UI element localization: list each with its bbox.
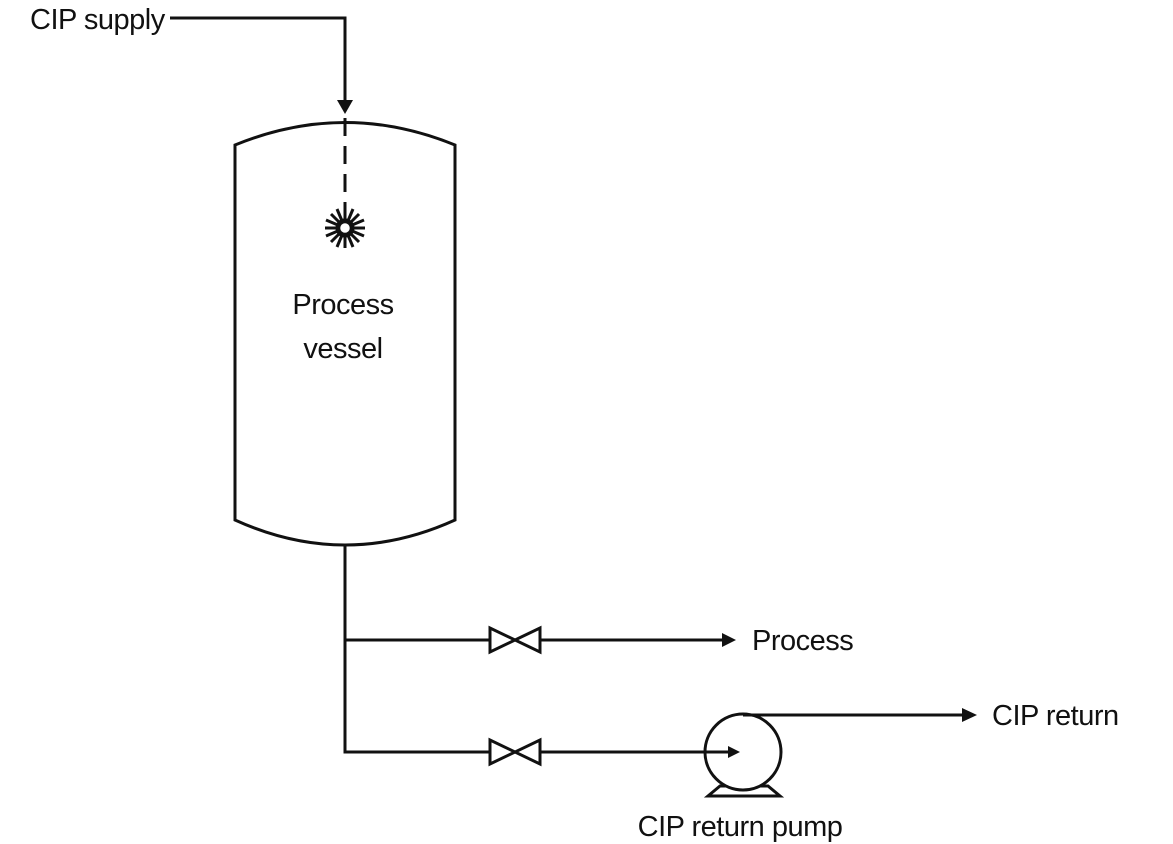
process-branch-line: [345, 633, 736, 647]
cip-return-arrow-icon: [962, 708, 977, 722]
cip-supply-arrow-icon: [337, 100, 353, 114]
cip-supply-label: CIP supply: [30, 4, 166, 36]
centrifugal-pump-icon: [700, 712, 785, 798]
gate-valve-icon: [488, 625, 542, 655]
cip-return-label: CIP return: [992, 700, 1119, 732]
cip-return-line: [743, 708, 977, 722]
cip-return-pump-label: CIP return pump: [638, 811, 843, 843]
process-arrow-icon: [722, 633, 736, 647]
spray-ball-icon: [325, 208, 365, 248]
vessel-outlet-pipe: [343, 545, 490, 754]
gate-valve-icon: [488, 737, 542, 767]
vessel-label-line2: vessel: [303, 333, 382, 365]
process-label: Process: [752, 625, 853, 657]
vessel-label-line1: Process: [292, 289, 393, 321]
cip-supply-line: [170, 16, 353, 114]
process-vessel: [233, 121, 457, 547]
